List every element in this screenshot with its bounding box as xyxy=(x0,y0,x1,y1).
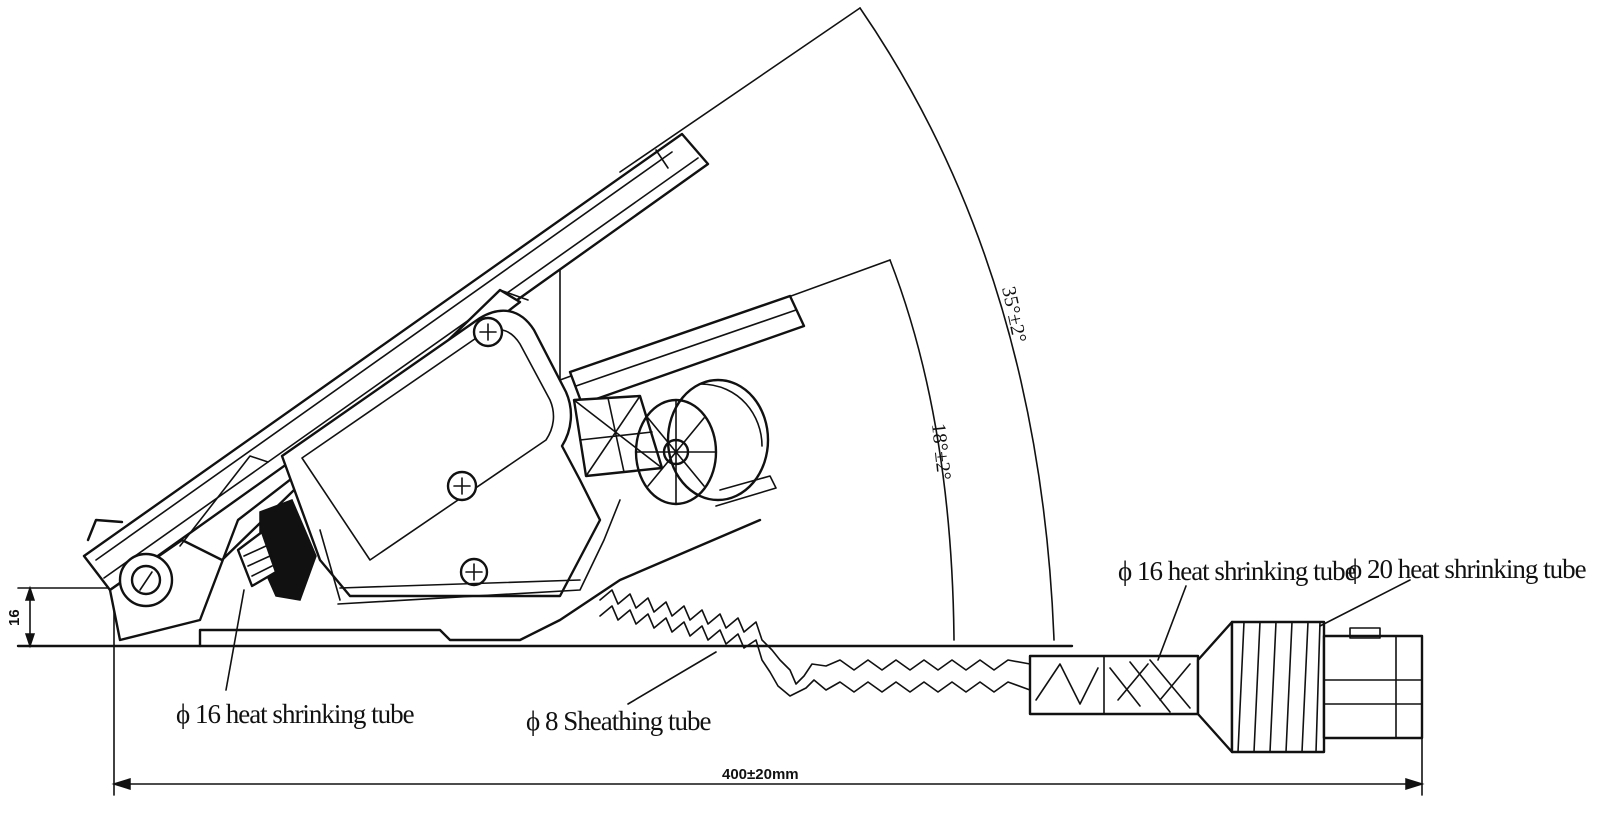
spring-rail xyxy=(568,294,806,406)
cable-connector xyxy=(1028,620,1424,754)
screw-icon xyxy=(446,470,478,502)
connector-block xyxy=(236,499,317,601)
angle-outer-label: 35°±2° xyxy=(997,284,1030,344)
dimension-height: 16 xyxy=(6,609,23,626)
screw-icon xyxy=(459,557,489,587)
sensor-housing xyxy=(280,309,621,605)
pivot-joint xyxy=(118,552,174,608)
pedal-pad xyxy=(82,132,710,592)
dimension-length: 400±20mm xyxy=(722,766,799,783)
roller-wheel xyxy=(634,378,777,507)
lattice-bracket xyxy=(572,394,664,478)
sheathing-tube xyxy=(599,589,1031,697)
label-phi16-tube-left: ϕ 16 heat shrinking tube xyxy=(176,699,415,729)
pedal-base xyxy=(198,518,762,648)
label-phi8-sheathing-tube: ϕ 8 Sheathing tube xyxy=(526,706,711,736)
dimension-lines xyxy=(16,7,1425,796)
label-phi20-tube: ϕ 20 heat shrinking tube xyxy=(1348,554,1587,584)
label-phi16-tube-right: ϕ 16 heat shrinking tube xyxy=(1118,556,1357,586)
leader-lines xyxy=(225,579,1411,705)
screw-icon xyxy=(472,316,504,348)
angle-inner-label: 18°±2° xyxy=(927,422,955,481)
